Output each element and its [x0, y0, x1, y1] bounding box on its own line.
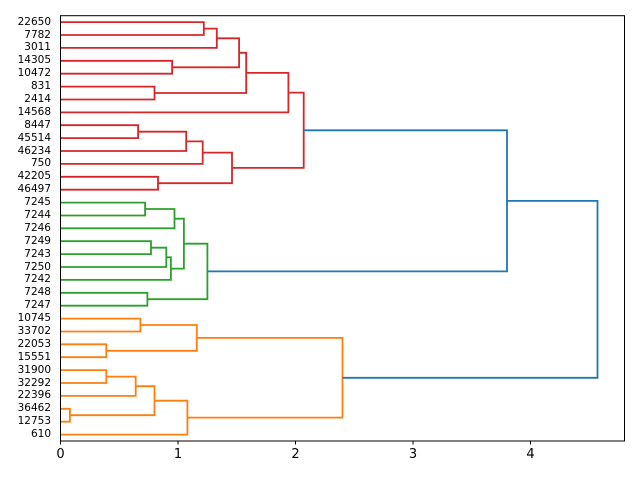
dendrogram-link — [172, 37, 240, 69]
dendrogram-link — [147, 242, 209, 301]
leaf-label: 831 — [30, 80, 51, 93]
dendrogram-link — [60, 130, 188, 152]
leaf-label: 7242 — [24, 273, 51, 286]
dendrogram-link — [60, 201, 146, 217]
leaf-label: 2414 — [24, 93, 51, 105]
x-tick-label: 1 — [173, 446, 183, 462]
leaf-label: 45514 — [17, 131, 51, 144]
leaf-label: 610 — [30, 428, 51, 441]
dendrogram-link — [60, 21, 205, 36]
leaf-label: 15551 — [17, 350, 51, 363]
dendrogram-link — [60, 124, 139, 139]
leaf-label: 750 — [30, 157, 51, 170]
dendrogram-link — [60, 59, 173, 75]
dendrogram-link — [158, 151, 233, 185]
dendrogram-link — [60, 375, 137, 397]
dendrogram-link — [60, 256, 172, 281]
leaf-label: 46497 — [17, 183, 51, 196]
dendrogram-link — [60, 317, 142, 333]
leaf-label: 7250 — [24, 260, 51, 273]
axes-spines — [60, 15, 625, 442]
leaf-label: 7243 — [24, 247, 51, 260]
dendrogram-link — [60, 175, 159, 191]
leaf-label: 7247 — [24, 299, 51, 312]
x-tick-label: 2 — [291, 446, 300, 462]
leaf-label: 7246 — [24, 221, 51, 234]
leaf-label: 33702 — [17, 325, 51, 337]
leaf-label: 46234 — [17, 144, 51, 157]
x-tick-label: 3 — [408, 446, 418, 462]
leaf-label: 7244 — [24, 209, 51, 221]
dendrogram-link — [106, 324, 198, 352]
leaf-label: 7249 — [24, 234, 51, 247]
dendrogram-link — [170, 217, 185, 270]
leaf-label: 22053 — [17, 337, 51, 350]
dendrogram-link — [69, 385, 156, 417]
dendrogram-link — [60, 140, 204, 165]
leaf-label: 14305 — [17, 54, 51, 67]
dendrogram-link — [60, 399, 189, 436]
leaf-label: 10745 — [17, 312, 51, 325]
dendrogram-link — [187, 337, 344, 419]
leaf-label: 7248 — [24, 286, 51, 299]
leaf-label: 32292 — [17, 376, 51, 389]
leaf-label: 22650 — [17, 15, 51, 28]
dendrogram-link — [342, 200, 599, 379]
leaf-label: 31900 — [17, 363, 51, 376]
dendrogram-link — [60, 85, 156, 101]
leaf-label: 7245 — [24, 196, 51, 209]
leaf-label: 3011 — [24, 41, 51, 54]
dendrogram-link — [60, 27, 218, 49]
dendrogram-link — [232, 91, 305, 169]
leaf-label: 12753 — [17, 415, 51, 428]
leaf-label: 36462 — [17, 402, 51, 415]
leaf-label: 14568 — [17, 105, 51, 118]
leaf-label: 8447 — [24, 118, 51, 131]
dendrogram-link — [60, 407, 71, 423]
leaf-label: 7782 — [24, 28, 51, 41]
dendrogram-link — [60, 291, 149, 307]
dendrogram-link — [60, 240, 152, 255]
leaf-label: 10472 — [17, 67, 51, 80]
x-tick-label: 0 — [56, 446, 65, 462]
dendrogram-link — [60, 208, 176, 230]
dendrogram-link — [207, 129, 508, 273]
dendrogram-link — [60, 369, 108, 384]
leaf-label: 22396 — [17, 389, 51, 402]
dendrogram-link — [60, 343, 108, 359]
x-tick-label: 4 — [526, 446, 535, 462]
leaf-label: 42205 — [17, 170, 51, 183]
